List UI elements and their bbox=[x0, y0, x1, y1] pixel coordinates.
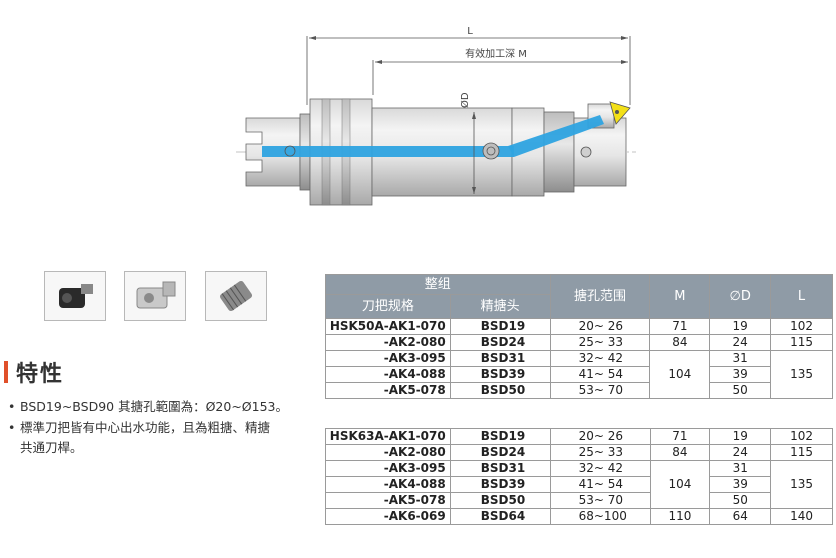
insert-photo-thumbnail bbox=[205, 271, 267, 321]
dimension-L: L bbox=[306, 26, 631, 105]
table-row: -AK2-080 BSD24 25~ 33 84 24 115 bbox=[325, 444, 833, 461]
header-l: L bbox=[770, 274, 833, 319]
table-row: -AK3-095 BSD31 32~ 42 104 31 135 bbox=[325, 460, 833, 509]
table-row: HSK50A-AK1-070 BSD19 20~ 26 71 19 102 bbox=[325, 318, 833, 335]
header-head: 精搪头 bbox=[449, 294, 551, 319]
table-row: -AK6-069 BSD64 68~100 110 64 140 bbox=[325, 508, 833, 525]
dimension-M: 有效加工深 M bbox=[372, 47, 628, 95]
header-holder: 刀把规格 bbox=[325, 294, 451, 319]
dim-M-label: 有效加工深 M bbox=[465, 47, 527, 60]
dim-L-label: L bbox=[467, 26, 473, 37]
heading-accent-bar bbox=[4, 361, 8, 383]
tool-holder-drawing: L 有效加工深 M ØD bbox=[236, 26, 636, 206]
header-range: 搪孔范围 bbox=[549, 274, 651, 319]
spec-table-hsk63: HSK63A-AK1-070 BSD19 20~ 26 71 19 102 -A… bbox=[325, 428, 833, 525]
header-group: 整组 bbox=[325, 274, 551, 295]
table-row: -AK3-095 BSD31 32~ 42 104 31 135 bbox=[325, 350, 833, 399]
head-photo-thumbnail bbox=[124, 271, 186, 321]
feature-bullet-2: •標準刀把皆有中心出水功能，且為粗搪、精搪 共通刀桿。 bbox=[8, 420, 271, 455]
features-heading: 特性 bbox=[4, 356, 64, 388]
table-row: -AK5-078 BSD50 53~ 70 50 bbox=[325, 382, 833, 399]
table-row: -AK2-080 BSD24 25~ 33 84 24 115 bbox=[325, 334, 833, 351]
header-d: ∅D bbox=[709, 274, 772, 319]
table-row: -AK4-088 BSD39 41~ 54 39 bbox=[325, 476, 833, 493]
dim-D-label: ØD bbox=[459, 92, 471, 108]
header-m: M bbox=[649, 274, 711, 319]
spec-table-hsk50: 整组 搪孔范围 M ∅D L 刀把规格 精搪头 HSK50A-AK1-070 B… bbox=[325, 274, 833, 399]
holder-photo-thumbnail bbox=[44, 271, 106, 321]
feature-bullet-1: •BSD19~BSD90 其搪孔範圍為：Ø20~Ø153。 bbox=[8, 399, 289, 414]
table-row: -AK5-078 BSD50 53~ 70 50 bbox=[325, 492, 833, 509]
table-row: HSK63A-AK1-070 BSD19 20~ 26 71 19 102 bbox=[325, 428, 833, 445]
dimension-D: ØD bbox=[459, 92, 476, 194]
table-row: -AK4-088 BSD39 41~ 54 39 bbox=[325, 366, 833, 383]
